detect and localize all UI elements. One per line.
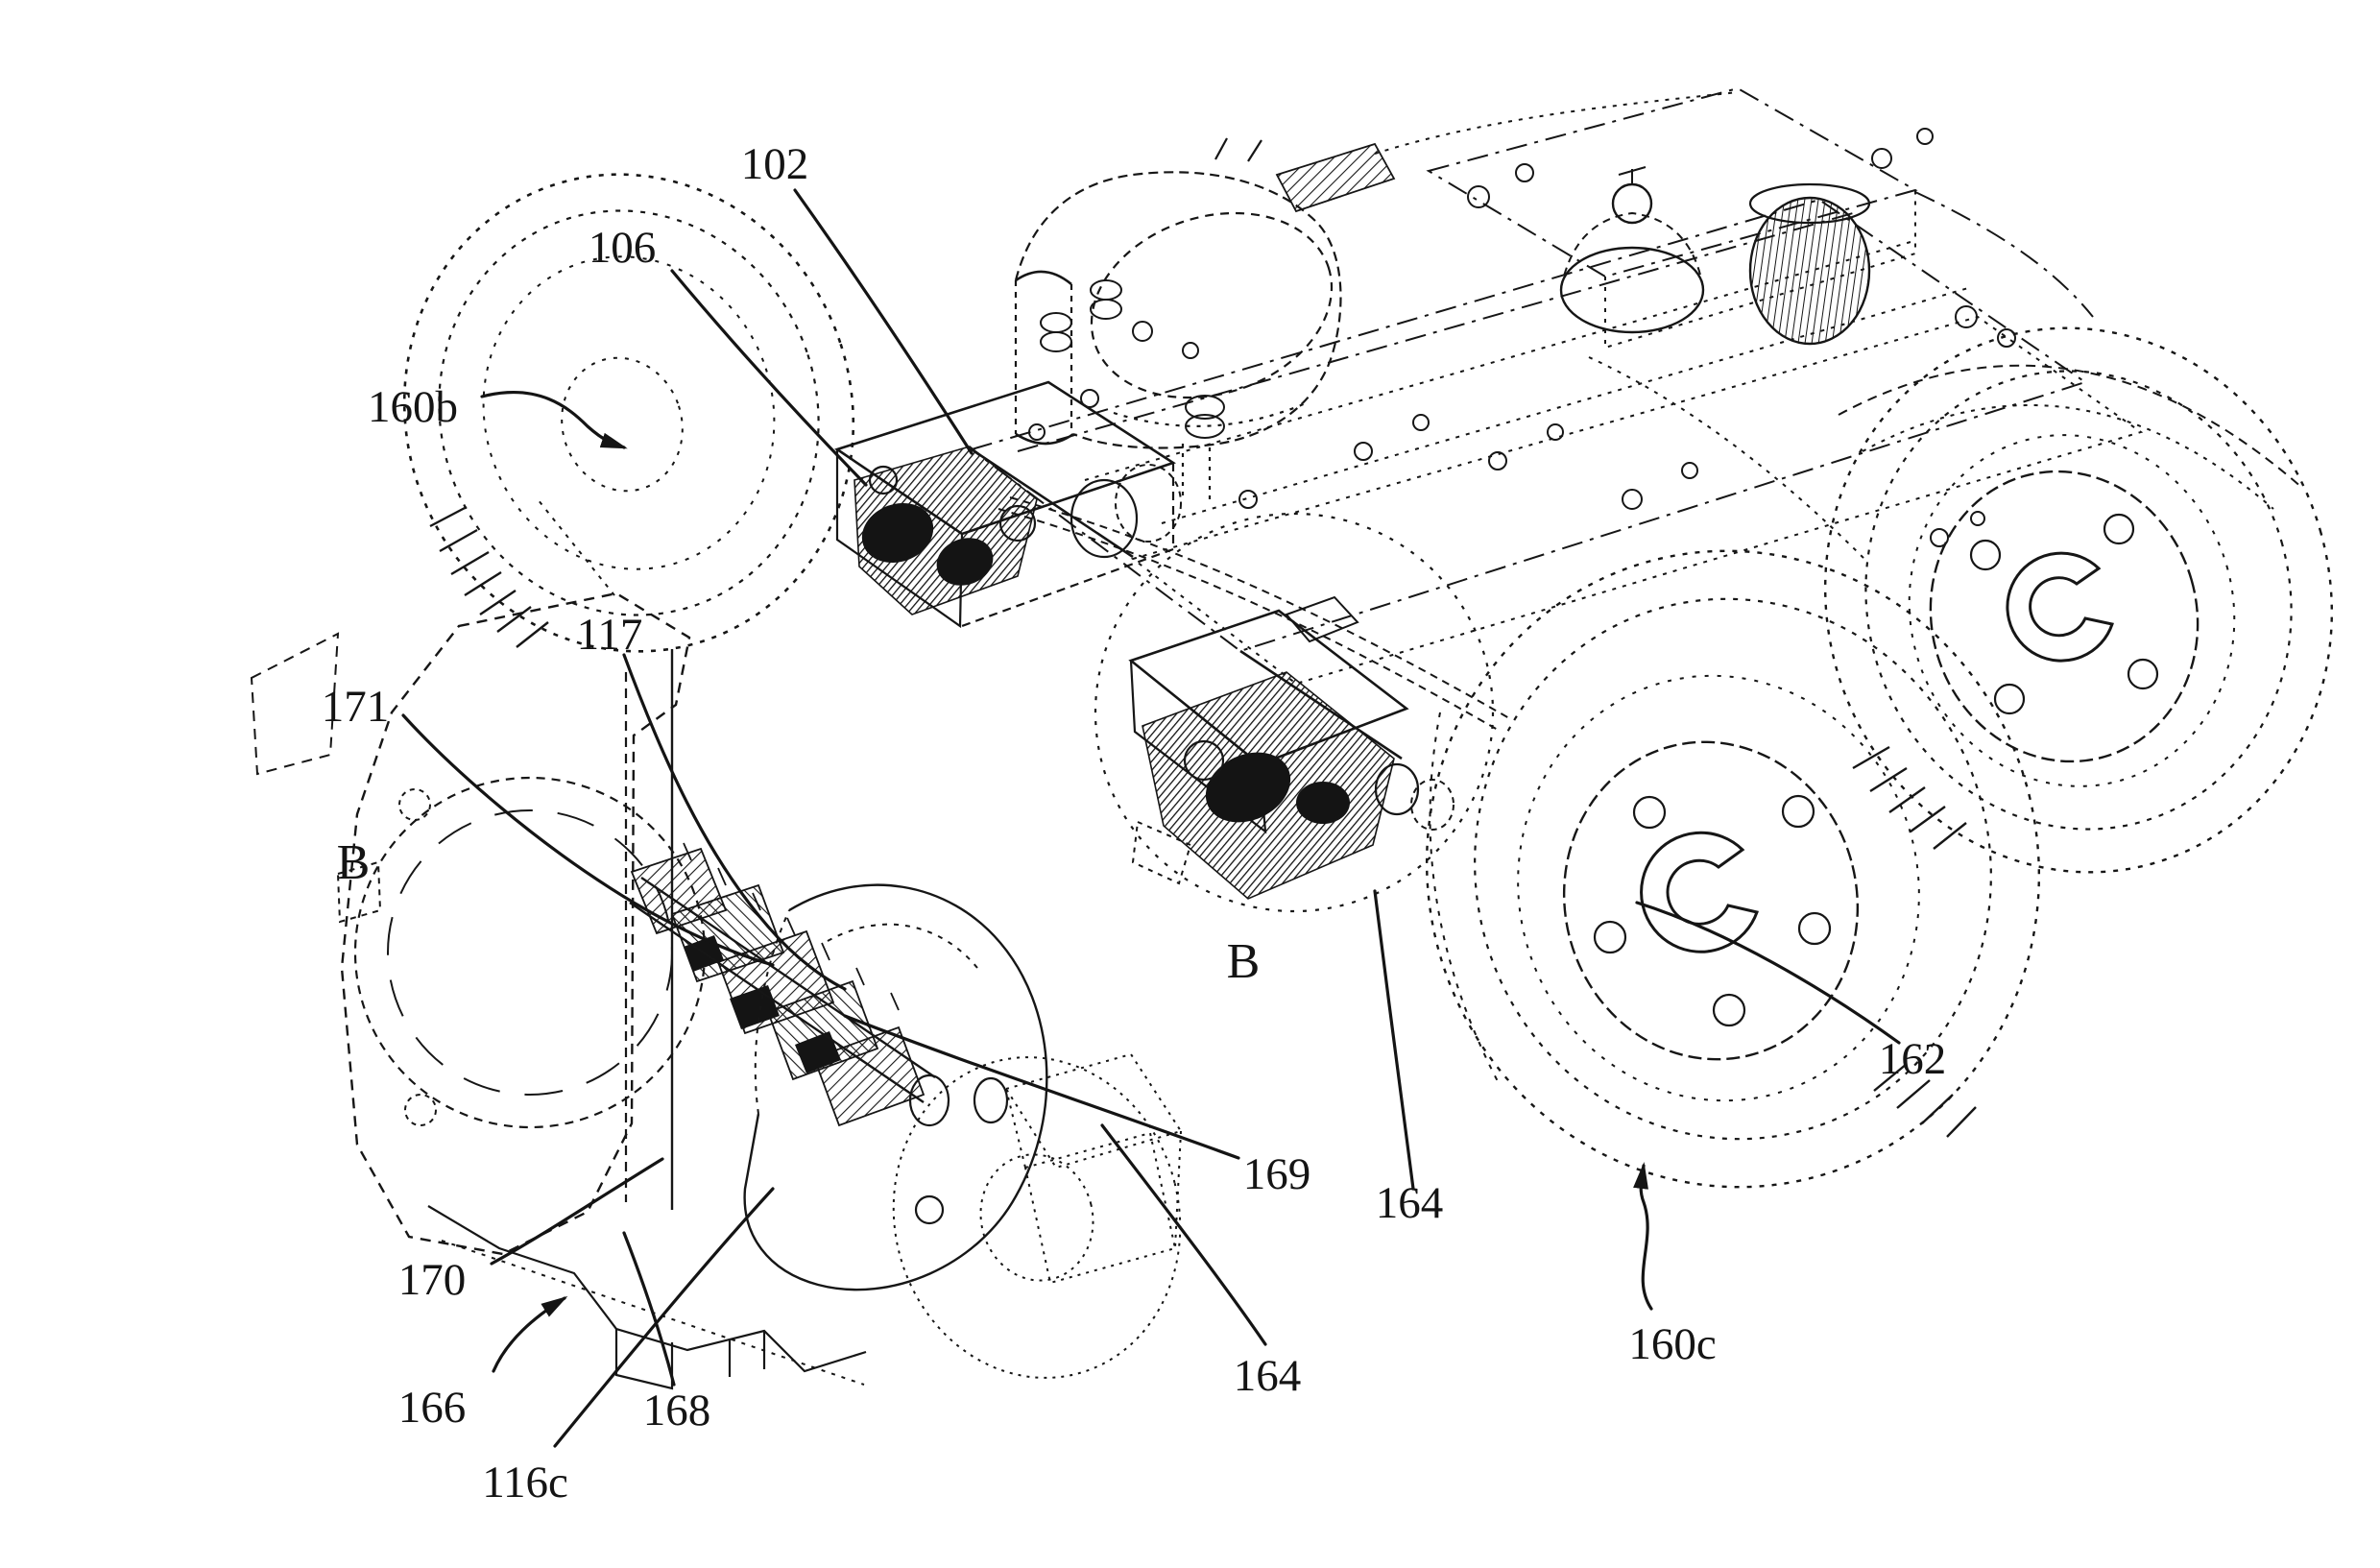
hub-keyway	[2006, 551, 2114, 663]
leader-171	[401, 713, 775, 967]
ref-label-117: 117	[577, 610, 643, 660]
ref-label-102: 102	[741, 139, 809, 189]
arrow-160c	[1633, 1162, 1653, 1311]
leader-117	[622, 653, 847, 991]
front-right-wheel	[1425, 549, 2041, 1189]
front-drive-unit	[1094, 512, 1495, 913]
ref-label-164-axle: 164	[1376, 1178, 1444, 1228]
tire-hatch-ticks	[429, 505, 549, 648]
leader-162	[1635, 901, 1901, 1045]
ref-label-169: 169	[1243, 1149, 1311, 1199]
arrow-166	[492, 1295, 568, 1373]
ref-label-B-detail: B	[1227, 934, 1261, 989]
section-detail-view	[250, 498, 1048, 1390]
leader-102	[793, 188, 974, 455]
ref-label-171: 171	[322, 682, 390, 732]
tank-shroud	[1014, 137, 1396, 505]
ref-label-116c: 116c	[482, 1458, 568, 1508]
ref-label-162: 162	[1879, 1034, 1947, 1084]
leader-106	[670, 269, 868, 487]
hub-keyway	[1640, 831, 1759, 953]
ref-label-160c: 160c	[1628, 1319, 1716, 1369]
engine-pump-cluster	[1040, 86, 2094, 439]
reference-labels: 102 106 160b 117 171 B B 169 164 164 162…	[322, 139, 1947, 1508]
tire-hatch-ticks	[1873, 1063, 1977, 1138]
ref-label-B-section: B	[337, 835, 371, 890]
leader-170	[490, 1157, 664, 1266]
gear-stack	[629, 842, 950, 1127]
detail-circle-B	[1094, 512, 1495, 913]
ref-label-170: 170	[398, 1255, 467, 1305]
ref-label-164-lower: 164	[1234, 1351, 1302, 1401]
rear-right-wheel	[1823, 326, 2334, 874]
output-housing	[743, 883, 1048, 1291]
leader-164-lower	[1100, 1123, 1267, 1346]
deck-bolts	[1028, 321, 1985, 547]
rear-gearbox	[834, 380, 1182, 629]
tire-hatch-ticks	[1852, 745, 1967, 850]
chassis-deck	[969, 198, 2144, 760]
ref-label-106: 106	[589, 223, 657, 273]
ref-label-166: 166	[398, 1383, 467, 1433]
ref-label-168: 168	[643, 1386, 711, 1435]
rear-left-wheel	[402, 173, 855, 653]
leader-168	[622, 1231, 676, 1387]
leader-lines	[401, 188, 1901, 1448]
ref-label-160b: 160b	[368, 382, 458, 432]
leader-169	[843, 1014, 1240, 1160]
arrow-160b	[480, 391, 628, 449]
leader-116c	[553, 1187, 775, 1448]
main-assembly-view	[402, 86, 2334, 1379]
leader-164-axle	[1373, 889, 1415, 1191]
